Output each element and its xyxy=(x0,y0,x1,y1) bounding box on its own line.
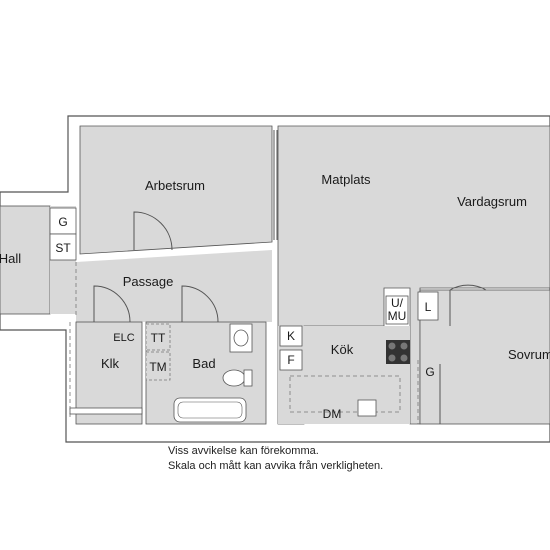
stove-burner xyxy=(388,342,396,350)
room-label-arbetsrum: Arbetsrum xyxy=(145,178,205,193)
wardrobe-l xyxy=(417,291,439,321)
room-label-bad: Bad xyxy=(192,356,215,371)
klk-shelf xyxy=(69,407,143,415)
freezer-f xyxy=(279,349,303,371)
kitchen-sink-icon xyxy=(357,399,377,417)
door-sovrum xyxy=(449,284,487,326)
stove-burner xyxy=(400,354,408,362)
f-label: F xyxy=(287,353,294,367)
room-klk xyxy=(75,321,143,425)
toilet-icon xyxy=(222,369,246,387)
fridge-k xyxy=(279,325,303,347)
bathtub-inner xyxy=(177,401,243,419)
wardrobe-g xyxy=(49,207,77,235)
stove-burner xyxy=(388,354,396,362)
bathtub-icon xyxy=(173,397,247,423)
disclaimer-line-1: Viss avvikelse kan förekomma. xyxy=(168,445,319,457)
l-label: L xyxy=(425,300,432,314)
door-klk xyxy=(93,285,131,323)
room-arbetsrum xyxy=(79,125,273,255)
tm-unit xyxy=(145,351,171,381)
sink-icon xyxy=(229,323,253,353)
room-label-sovrum: Sovrum xyxy=(508,347,550,362)
elc-label: ELC xyxy=(113,332,134,344)
k-label: K xyxy=(287,329,295,343)
room-label-hall: Hall xyxy=(0,251,21,266)
mu-label: MU xyxy=(388,309,407,323)
counter-dashed xyxy=(289,375,401,413)
toilet-tank xyxy=(243,369,253,387)
wardrobe-st-label: ST xyxy=(55,241,71,255)
g-sovrum-label: G xyxy=(425,365,434,379)
tm-label: TM xyxy=(149,360,166,374)
door-bad xyxy=(181,285,219,323)
stove-burner xyxy=(400,342,408,350)
room-label-passage: Passage xyxy=(123,274,174,289)
u-label: U/ xyxy=(391,296,404,310)
sink-basin xyxy=(233,329,249,347)
dm-label: DM xyxy=(323,407,342,421)
room-label-kok: Kök xyxy=(331,342,354,357)
room-label-vardagsrum: Vardagsrum xyxy=(457,194,527,209)
room-label-klk: Klk xyxy=(101,356,120,371)
oven-micro-u-mu xyxy=(385,295,409,325)
door-arbetsrum xyxy=(133,211,173,251)
room-sovrum xyxy=(419,289,550,425)
tt-unit xyxy=(145,323,171,351)
tt-label: TT xyxy=(151,331,166,345)
disclaimer-line-2: Skala och mått kan avvika från verklighe… xyxy=(168,460,384,472)
room-label-matplats: Matplats xyxy=(321,172,371,187)
wardrobe-g-label: G xyxy=(58,215,67,229)
room-passage xyxy=(50,206,272,322)
wardrobe-st xyxy=(49,233,77,261)
